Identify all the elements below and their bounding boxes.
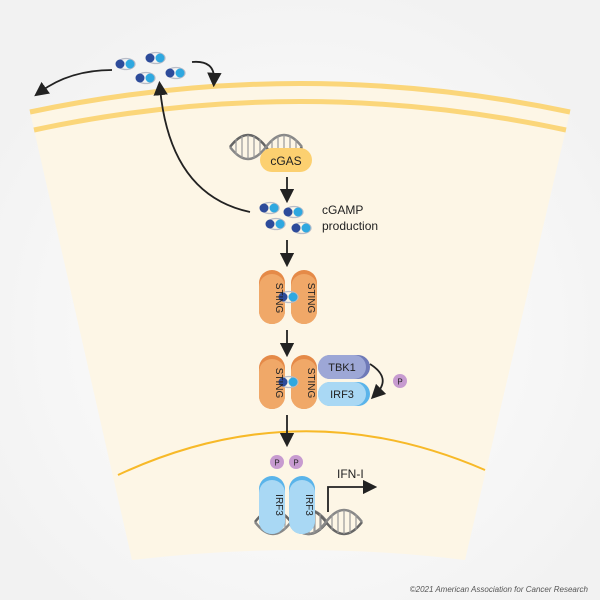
nuclear-envelope — [117, 430, 486, 476]
export-arrow-from-cell — [153, 80, 251, 213]
svg-text:STING: STING — [305, 368, 316, 399]
production-label: production — [322, 219, 378, 233]
export-arrow-left — [34, 69, 113, 97]
svg-text:STING: STING — [273, 368, 284, 399]
cgas-label: cGAS — [270, 154, 301, 168]
phosphate-icon — [393, 374, 407, 388]
svg-text:STING: STING — [273, 283, 284, 314]
svg-text:P: P — [293, 459, 298, 468]
svg-text:STING: STING — [305, 283, 316, 314]
sting-tbk1-irf3-complex: STING STING TBK1 IRF3 — [259, 355, 370, 409]
cgas-protein — [260, 148, 312, 172]
svg-text:IRF3: IRF3 — [303, 494, 314, 516]
svg-text:TBK1: TBK1 — [328, 362, 356, 374]
svg-text:IRF3: IRF3 — [273, 494, 284, 516]
svg-text:IRF3: IRF3 — [330, 389, 354, 401]
copyright-notice: ©2021 American Association for Cancer Re… — [409, 585, 588, 594]
transcription-arrow — [327, 479, 378, 512]
phosphate-label: P — [397, 378, 402, 387]
phosphorylation-arrow — [369, 363, 387, 400]
ifn-label: IFN-I — [337, 467, 364, 481]
svg-text:P: P — [274, 459, 279, 468]
plasma-membrane-outer — [29, 81, 571, 115]
phosphorylated-irf3-dimer: P P IRF3 IRF3 — [259, 455, 315, 534]
plasma-membrane-inner — [33, 99, 567, 133]
cgamp-label: cGAMP — [322, 203, 363, 217]
export-arrow-right — [191, 60, 222, 88]
sting-dimer: STING STING — [259, 270, 317, 324]
